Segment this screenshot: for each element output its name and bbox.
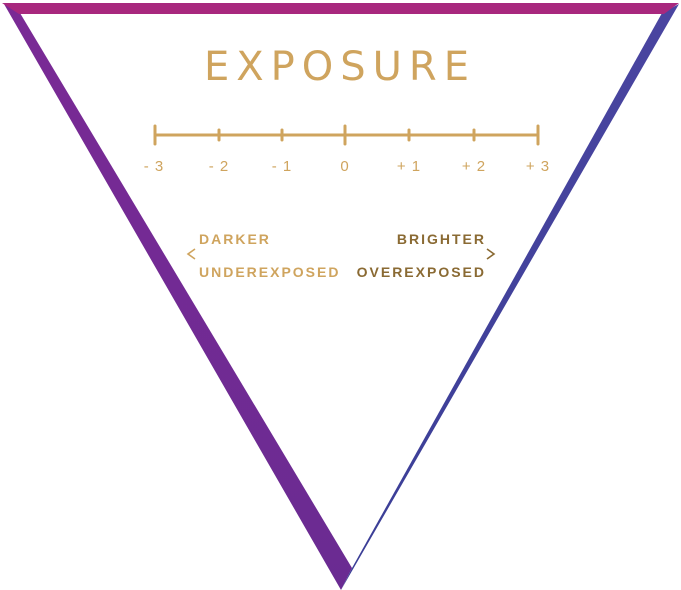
triangle-frame	[2, 3, 679, 590]
double-arrow	[186, 248, 496, 260]
underexposed-label: UNDEREXPOSED	[199, 264, 340, 280]
arrow-left-head-icon	[186, 248, 196, 260]
triangle-right-edge	[341, 4, 679, 590]
triangle-left-edge	[4, 4, 352, 590]
tick-label: + 2	[462, 158, 486, 175]
tick-label: - 3	[144, 158, 165, 175]
diagram-title: EXPOSURE	[204, 44, 476, 90]
triangle-top-edge	[2, 3, 679, 14]
tick-label: 0	[340, 158, 349, 175]
tick-label: + 1	[397, 158, 421, 175]
exposure-scale	[153, 124, 540, 146]
tick-label: - 1	[272, 158, 293, 175]
tick-label: + 3	[526, 158, 550, 175]
darker-label: DARKER	[199, 231, 271, 247]
arrow-right-head-icon	[486, 248, 496, 260]
brighter-label: BRIGHTER	[397, 231, 486, 247]
tick-label: - 2	[209, 158, 230, 175]
overexposed-label: OVEREXPOSED	[357, 264, 486, 280]
